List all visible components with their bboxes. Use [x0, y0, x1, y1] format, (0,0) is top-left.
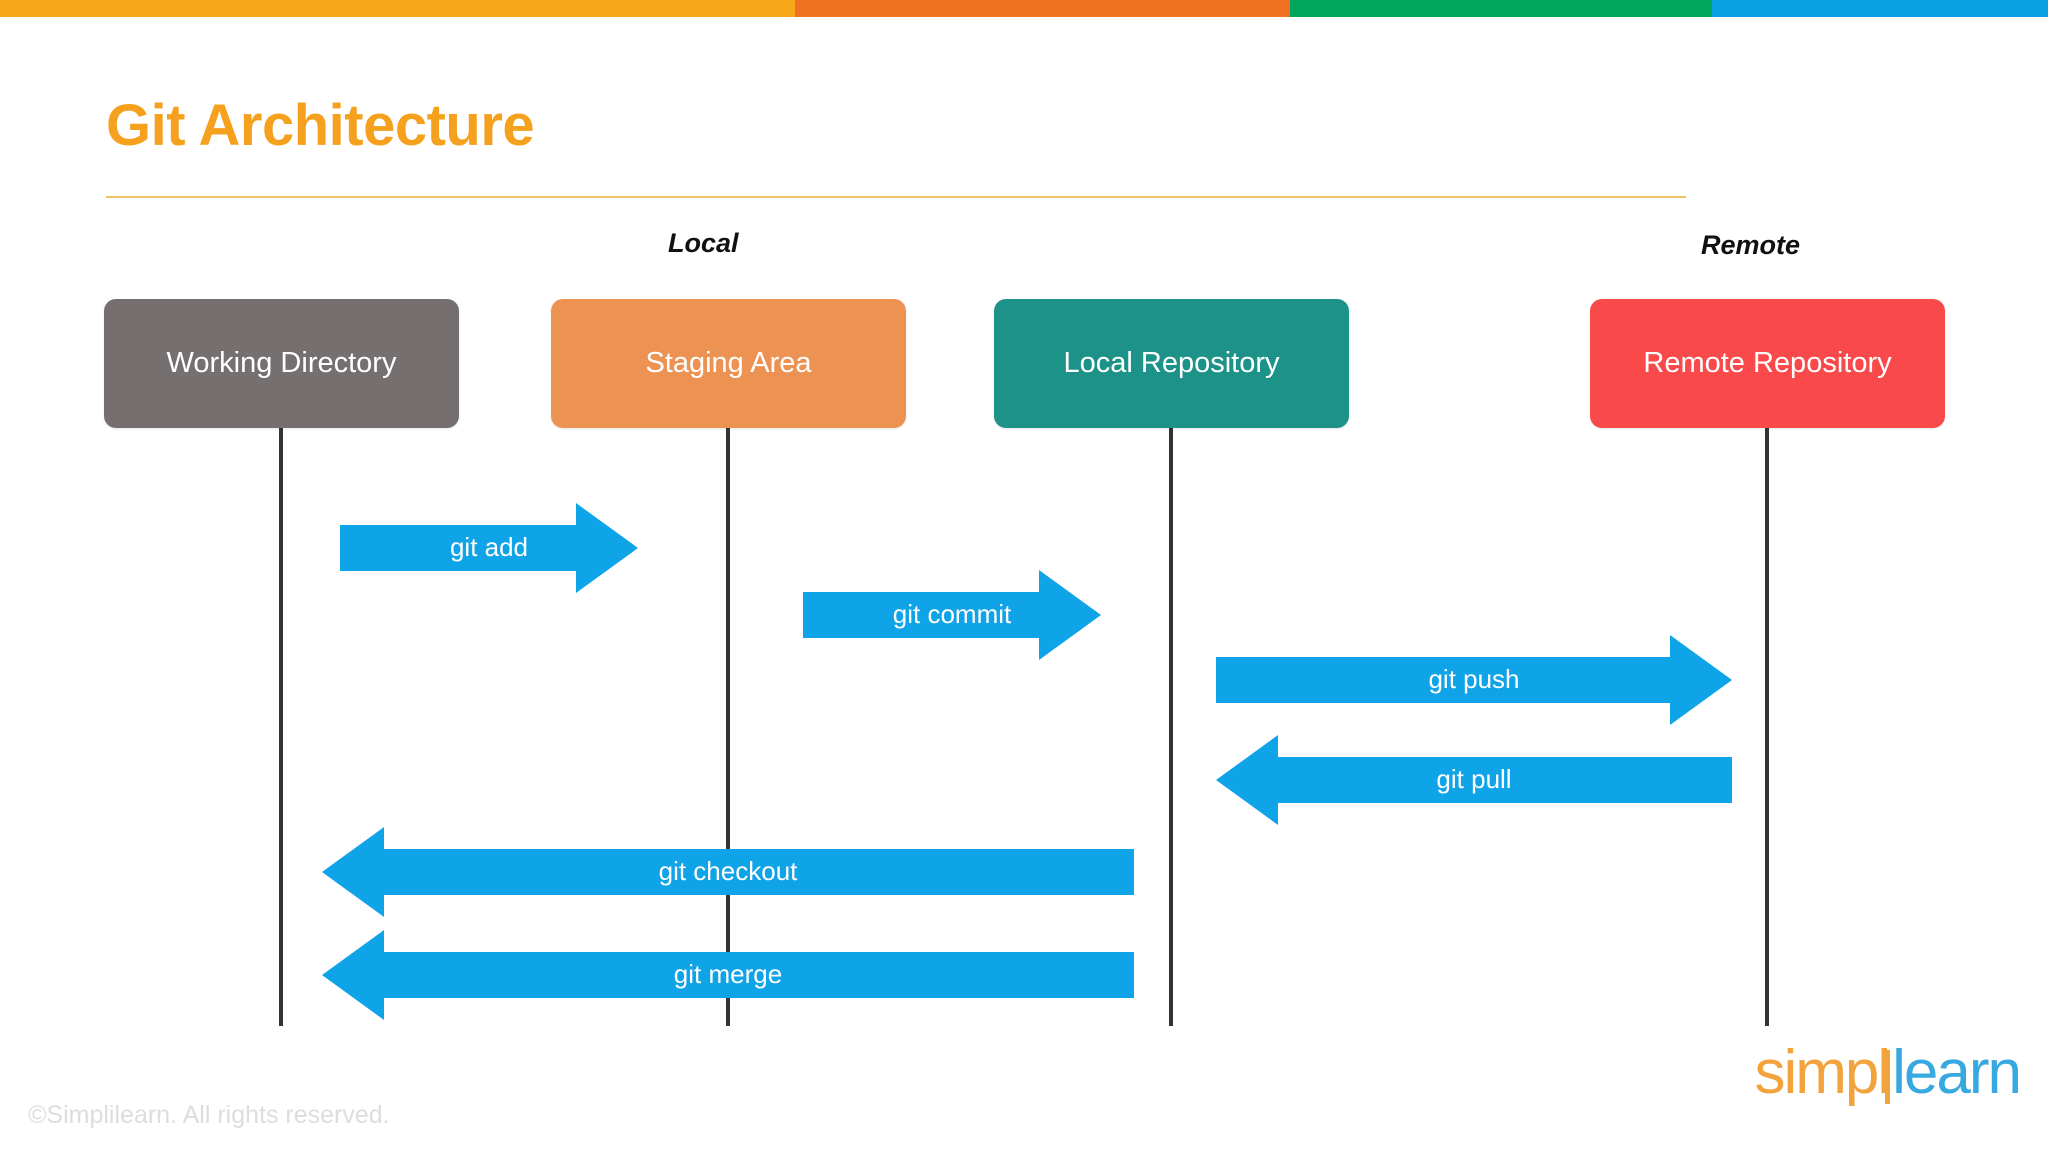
arrow-shape-git-checkout — [322, 827, 1134, 917]
node-remote-repository[interactable]: Remote Repository — [1590, 299, 1945, 428]
arrow-shape-git-push — [1216, 635, 1732, 725]
arrow-shape-git-merge — [322, 930, 1134, 1020]
lifeline-staging-area — [726, 428, 730, 1026]
arrow-git-merge[interactable]: git merge — [322, 930, 1134, 1020]
node-local-repository[interactable]: Local Repository — [994, 299, 1349, 428]
lifeline-working-directory — [279, 428, 283, 1026]
node-working-directory[interactable]: Working Directory — [104, 299, 459, 428]
top-bar-segment-orange — [795, 0, 1290, 17]
logo-divider-bar — [1885, 1050, 1891, 1104]
arrow-git-pull[interactable]: git pull — [1216, 735, 1732, 825]
top-bar-segment-blue — [1712, 0, 2048, 17]
section-label-remote: Remote — [1701, 230, 1801, 260]
logo-text-simpl: simpl — [1754, 1038, 1891, 1107]
arrow-git-push[interactable]: git push — [1216, 635, 1732, 725]
arrow-shape-git-pull — [1216, 735, 1732, 825]
arrow-shape-git-add — [340, 503, 638, 593]
arrow-git-checkout[interactable]: git checkout — [322, 827, 1134, 917]
section-label-local: Local — [668, 228, 739, 258]
lifeline-local-repository — [1169, 428, 1173, 1026]
arrow-shape-git-commit — [803, 570, 1101, 660]
lifeline-remote-repository — [1765, 428, 1769, 1026]
node-label-staging-area: Staging Area — [645, 347, 812, 379]
top-bar-segment-green — [1290, 0, 1712, 17]
logo-text-learn: learn — [1892, 1038, 2022, 1107]
top-color-bar — [0, 0, 2048, 17]
simplilearn-logo: simpl learn — [1754, 1038, 2022, 1107]
node-label-working-directory: Working Directory — [166, 347, 397, 379]
node-label-remote-repository: Remote Repository — [1643, 347, 1892, 379]
node-label-local-repository: Local Repository — [1063, 347, 1280, 379]
arrow-git-add[interactable]: git add — [340, 503, 638, 593]
copyright-text: ©Simplilearn. All rights reserved. — [28, 1101, 390, 1129]
title-divider — [106, 196, 1686, 198]
page-title: Git Architecture — [106, 93, 535, 158]
node-staging-area[interactable]: Staging Area — [551, 299, 906, 428]
top-bar-segment-yellow — [0, 0, 795, 17]
arrow-git-commit[interactable]: git commit — [803, 570, 1101, 660]
